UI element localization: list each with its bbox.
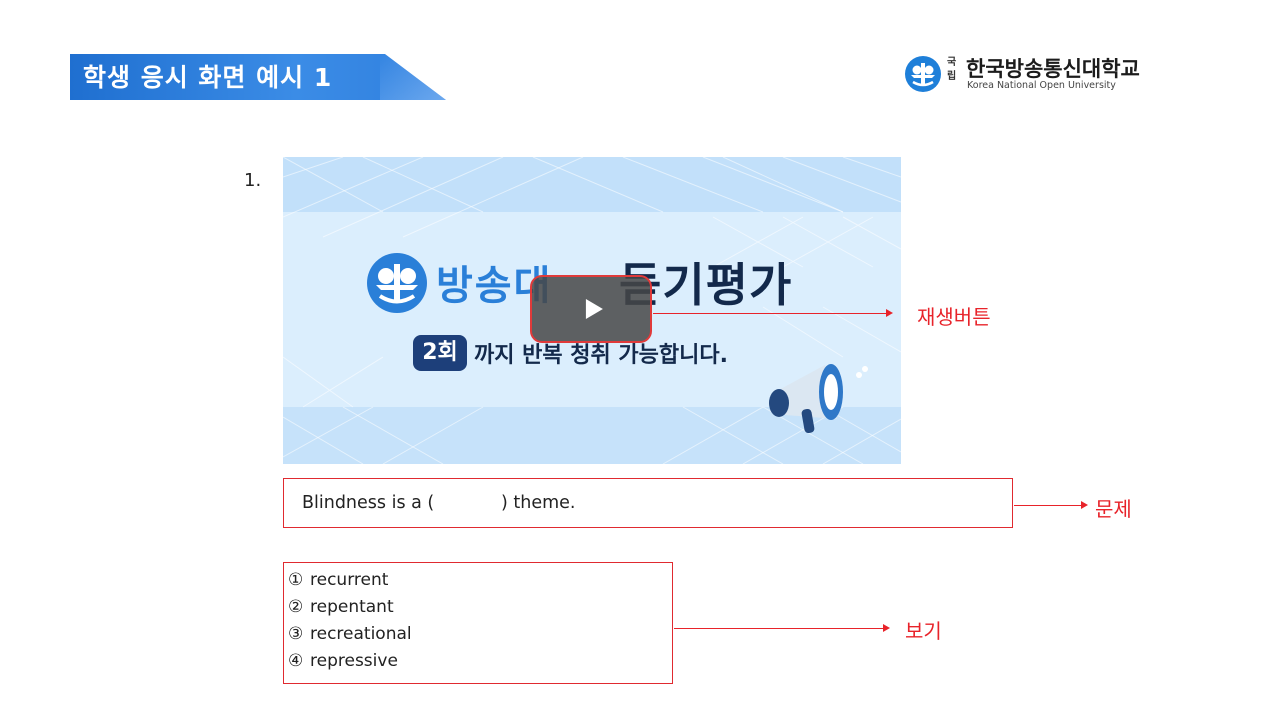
question-number: 1.	[244, 170, 262, 191]
question-text: Blindness is a ( ) theme.	[302, 493, 576, 513]
options-annotation-arrow	[674, 624, 890, 632]
knou-emblem-icon	[905, 56, 941, 92]
options-annotation-label: 보기	[905, 619, 942, 643]
video-subtitle-text: 까지 반복 청취 가능합니다.	[474, 343, 728, 368]
play-icon	[585, 299, 603, 319]
play-annotation-label: 재생버튼	[917, 305, 991, 329]
logo-university-name: 한국방송통신대학교	[966, 57, 1140, 81]
logo-national-label: 국립	[947, 57, 957, 82]
page-title: 학생 응시 화면 예시 1	[83, 63, 333, 92]
video-player[interactable]: 방송대 듣기평가 2회 까지 반복 청취 가능합니다.	[283, 157, 901, 464]
video-emblem-icon	[367, 253, 427, 313]
question-annotation-arrow	[1014, 501, 1088, 509]
question-box: Blindness is a ( ) theme.	[283, 478, 1013, 528]
logo-english-name: Korea National Open University	[967, 80, 1116, 91]
play-annotation-arrow	[653, 309, 893, 317]
background-pattern	[283, 157, 901, 464]
play-button[interactable]	[530, 275, 652, 343]
question-annotation-label: 문제	[1095, 497, 1132, 521]
megaphone-icon	[769, 364, 868, 434]
video-count-badge: 2회	[413, 335, 467, 371]
university-logo: 국립 한국방송통신대학교 Korea National Open Univers…	[904, 52, 1209, 96]
